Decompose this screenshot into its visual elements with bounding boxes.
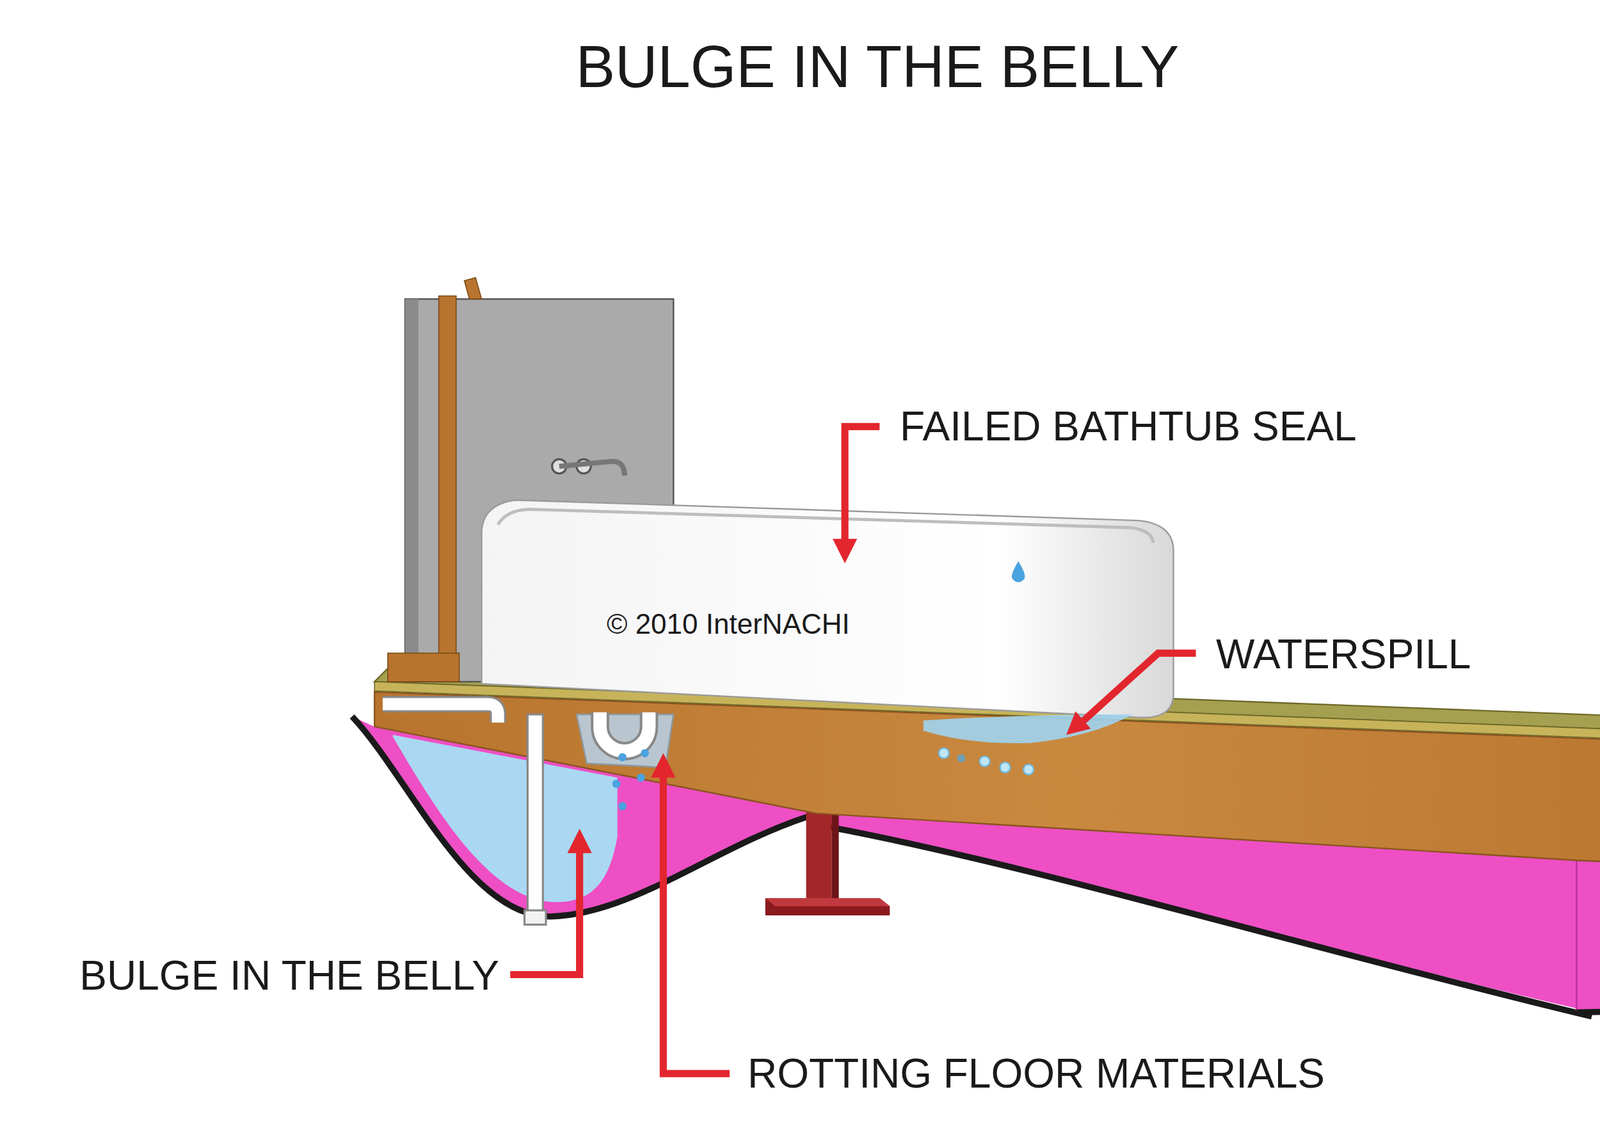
callout-label: FAILED BATHTUB SEAL xyxy=(899,402,1357,450)
water-drop xyxy=(999,762,1010,773)
callout-label: BULGE IN THE BELLY xyxy=(79,951,500,1000)
leader-line xyxy=(1083,652,1196,720)
vapor-barrier xyxy=(1576,1008,1600,1012)
water-drop xyxy=(957,753,966,763)
bathtub xyxy=(481,499,1174,718)
water-drop xyxy=(618,801,627,811)
arrowhead xyxy=(832,538,857,564)
bottom-plate xyxy=(387,652,460,682)
arrowhead xyxy=(567,828,592,854)
water-drop xyxy=(636,773,646,782)
water-drop xyxy=(938,748,950,759)
insulation-block xyxy=(1576,860,1600,1010)
faucet-spout xyxy=(559,461,625,476)
p-trap xyxy=(600,712,650,752)
steel-beam-web xyxy=(831,805,839,898)
water-drop xyxy=(618,753,627,762)
water-spill xyxy=(923,714,1133,744)
wall-stud xyxy=(439,295,457,682)
watermark: © 2010 InterNACHI xyxy=(606,608,850,640)
bathtub-rim xyxy=(497,509,1154,544)
diagram-title: BULGE IN THE BELLY xyxy=(576,33,1180,101)
callout-label: WATERSPILL xyxy=(1216,630,1471,678)
leader-line xyxy=(510,851,580,975)
steel-beam-flange xyxy=(765,897,891,907)
arrowhead xyxy=(650,753,676,778)
steel-beam-flange xyxy=(765,897,891,916)
wall-edge xyxy=(405,298,419,682)
water-drop xyxy=(979,755,991,767)
drain-pipe xyxy=(382,704,498,723)
leader-line xyxy=(844,426,880,541)
arrowhead xyxy=(1066,711,1091,735)
water-drop xyxy=(612,779,621,788)
steel-beam-web xyxy=(806,805,832,898)
water-drop xyxy=(1023,764,1034,775)
water-drop xyxy=(1011,561,1025,583)
water-drop xyxy=(640,748,649,758)
drain-pipe xyxy=(382,704,498,723)
leader-line xyxy=(663,775,730,1074)
p-trap xyxy=(600,712,650,752)
wall-stud-top xyxy=(464,277,482,299)
pipe-cap xyxy=(524,910,546,925)
drain-pipe xyxy=(527,714,543,924)
callout-label: ROTTING FLOOR MATERIALS xyxy=(747,1049,1325,1097)
